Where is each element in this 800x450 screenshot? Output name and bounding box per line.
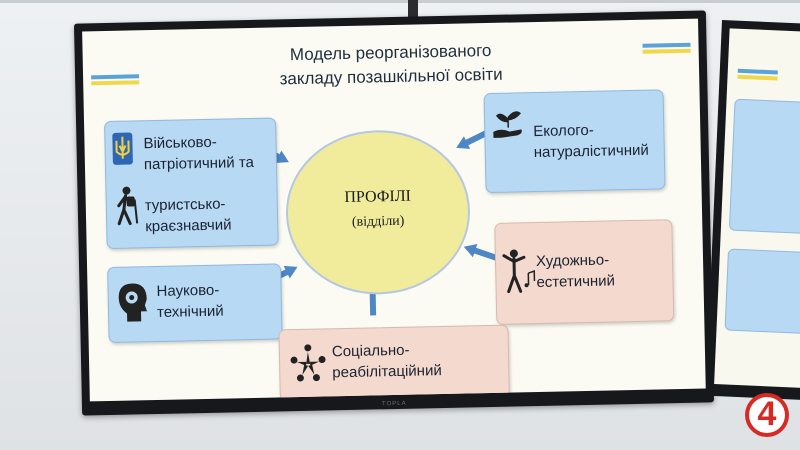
flag-stripe-blue [737, 68, 778, 75]
brain-gear-icon [118, 283, 148, 322]
dancer-music-icon [502, 249, 536, 294]
channel-logo-ring [749, 397, 785, 433]
science-line1: Науково- [156, 281, 220, 300]
eco-label: Еколого- натуралістичний [533, 119, 649, 163]
secondary-box [728, 98, 800, 235]
channel-logo-number: 4 [757, 395, 777, 433]
military-label: Військово- патріотичний та [143, 131, 254, 175]
art-label: Художньо- естетичний [536, 249, 615, 293]
military-line2: патріотичний та [143, 153, 255, 174]
presentation-slide: Модель реорганізованого закладу позашкіл… [82, 18, 706, 402]
profiles-circle: ПРОФІЛІ (відділи) [284, 128, 472, 297]
tourism-line1: туристсько- [144, 195, 226, 215]
hiker-icon [117, 186, 139, 226]
tv-screen-main: Модель реорганізованого закладу позашкіл… [73, 10, 715, 416]
art-line2: естетичний [536, 272, 616, 292]
eco-line2: натуралістичний [533, 141, 649, 162]
flag-stripe-yellow [737, 74, 778, 81]
plant-hand-icon [493, 111, 522, 138]
secondary-slide [714, 28, 800, 389]
art-line1: Художньо- [535, 251, 610, 271]
arrow-icon [463, 243, 497, 261]
box-social: Соціально- реабілітаційний [278, 324, 510, 402]
science-line2: технічний [156, 302, 224, 321]
tv-mount [408, 0, 418, 26]
profiles-subtitle: (відділи) [351, 213, 405, 230]
military-line1: Військово- [143, 133, 217, 153]
eco-line1: Еколого- [533, 121, 594, 141]
tv-screen-secondary [705, 20, 800, 401]
secondary-box [724, 248, 800, 335]
tv-brand: TOPLA [381, 400, 407, 408]
trident-icon [112, 132, 133, 165]
science-label: Науково- технічний [156, 280, 224, 323]
social-line1: Соціально- [331, 341, 410, 361]
box-military-tourism: Військово- патріотичний та туристсько- к… [104, 117, 279, 250]
slide-title: Модель реорганізованого закладу позашкіл… [82, 35, 699, 96]
tourism-line2: краєзнавчий [145, 216, 232, 236]
tourism-label: туристсько- краєзнавчий [145, 193, 232, 237]
box-eco: Еколого- натуралістичний [483, 89, 666, 194]
people-circle-icon [290, 344, 326, 382]
profiles-title: ПРОФІЛІ [344, 187, 412, 207]
box-art: Художньо- естетичний [494, 219, 675, 325]
box-science: Науково- технічний [107, 263, 283, 344]
social-label: Соціально- реабілітаційний [332, 339, 442, 383]
channel-logo: 4 [745, 393, 789, 437]
social-line2: реабілітаційний [332, 362, 442, 382]
arrow-icon [456, 130, 489, 149]
ceiling [0, 0, 800, 3]
